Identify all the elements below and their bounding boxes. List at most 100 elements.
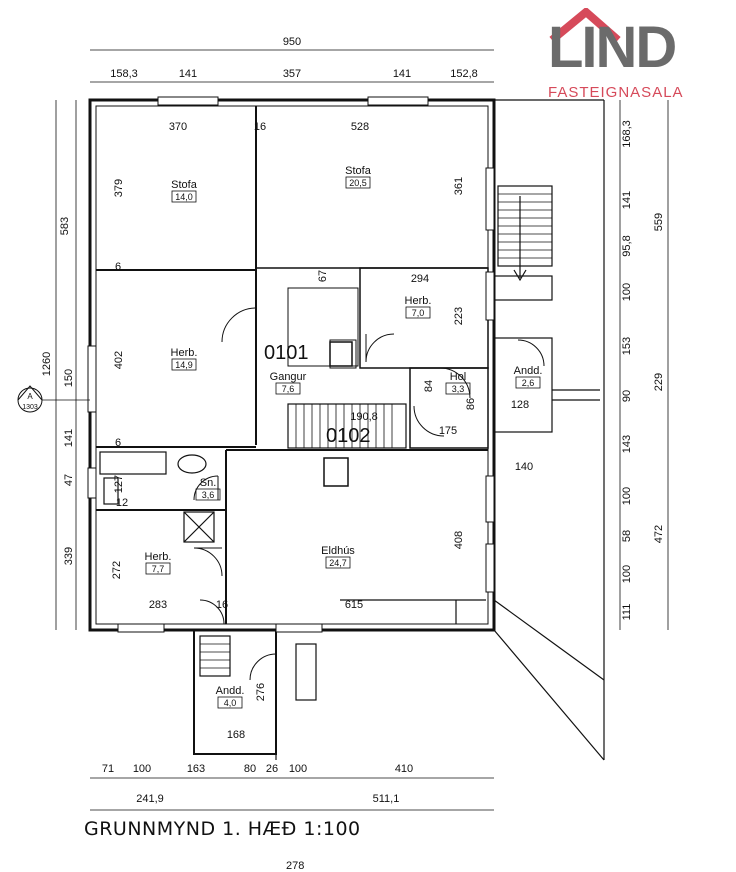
dimension-lines <box>55 49 669 811</box>
dim-inner: 283 <box>149 599 167 611</box>
area-box <box>145 562 171 575</box>
dim-right-segment: 141 <box>621 191 633 209</box>
dim-left-mid: 141 <box>63 429 75 447</box>
dim-top-segment: 141 <box>179 68 197 80</box>
room-name: Stofa <box>345 165 372 177</box>
room-name: Sn. <box>200 477 217 489</box>
room-area: 3,3 <box>452 384 465 394</box>
area-box <box>405 306 431 319</box>
dim-right-total: 559 <box>653 213 665 231</box>
dim-left-upper: 583 <box>59 217 71 235</box>
room-area: 3,6 <box>202 490 215 500</box>
dim-right-segment: 58 <box>621 530 633 542</box>
dim-bottom-segment: 410 <box>395 763 413 775</box>
dim-right-segment: 100 <box>621 487 633 505</box>
dim-right-segment: 100 <box>621 283 633 301</box>
room-area: 20,5 <box>349 178 367 188</box>
room-name: Herb. <box>145 551 172 563</box>
room-area: 4,0 <box>224 698 237 708</box>
right-stairs <box>498 193 552 259</box>
dim-inner: 175 <box>439 425 457 437</box>
middle-stairs <box>295 404 393 448</box>
dim-inner: 276 <box>255 683 267 701</box>
room-area: 14,9 <box>175 360 193 370</box>
dim-inner: 128 <box>511 399 529 411</box>
dim-bottom-segment: 100 <box>133 763 151 775</box>
dim-inner: 370 <box>169 121 187 133</box>
dim-inner: 402 <box>113 351 125 369</box>
dim-inner: 140 <box>515 461 533 473</box>
dim-right-segment: 95,8 <box>621 235 633 256</box>
area-box <box>515 376 541 389</box>
footer-number: 278 <box>286 860 305 872</box>
area-box <box>171 358 197 371</box>
apartment-id: 0101 <box>264 342 309 364</box>
room-area: 14,0 <box>175 192 193 202</box>
area-box <box>195 488 221 501</box>
dim-overall-width: 950 <box>283 36 301 48</box>
dim-inner: 16 <box>254 121 266 133</box>
dim-right-segment: 111 <box>621 604 633 621</box>
logo-wordmark: LIND <box>548 15 677 80</box>
dim-inner: 223 <box>453 307 465 325</box>
dim-bottom-segment: 26 <box>266 763 278 775</box>
dim-inner: 168 <box>227 729 245 741</box>
dim-inner: 272 <box>111 561 123 579</box>
room-labels: Stofa14,0Stofa20,5Herb.7,0Herb.14,9Gangu… <box>145 165 542 709</box>
area-box <box>217 696 243 709</box>
room-area: 7,0 <box>412 308 425 318</box>
room-name: Hol <box>450 371 467 383</box>
dim-inner: 361 <box>453 177 465 195</box>
dim-left-outer: 1260 <box>41 352 53 376</box>
dim-inner: 528 <box>351 121 369 133</box>
room-name: Stofa <box>171 179 198 191</box>
dim-inner: 12 <box>116 497 128 509</box>
dim-right-segment: 143 <box>621 435 633 453</box>
dim-inner: 615 <box>345 599 363 611</box>
dim-right-total: 229 <box>653 373 665 391</box>
dim-inner: 6 <box>115 261 121 273</box>
room-area: 2,6 <box>522 378 535 388</box>
dim-inner: 190,8 <box>350 411 378 423</box>
area-box <box>325 556 351 569</box>
walls <box>88 98 605 761</box>
section-marker: A 1303 <box>17 385 90 413</box>
dim-bottom-segment: 100 <box>289 763 307 775</box>
dim-left-lower: 339 <box>63 547 75 565</box>
dim-bottom-segment: 80 <box>244 763 256 775</box>
dim-bottom-segment: 163 <box>187 763 205 775</box>
area-box <box>445 382 471 395</box>
dim-right-segment: 90 <box>621 390 633 402</box>
dim-inner: 16 <box>216 599 228 611</box>
upper-unit-label: 0102 <box>326 425 371 447</box>
dim-inner: 86 <box>465 398 477 410</box>
dim-inner: 294 <box>411 273 429 285</box>
room-name: Herb. <box>405 295 432 307</box>
room-name: Eldhús <box>321 545 355 557</box>
dim-right-total: 472 <box>653 525 665 543</box>
room-area: 7,6 <box>282 384 295 394</box>
area-box <box>345 176 371 189</box>
room-area: 24,7 <box>329 558 347 568</box>
logo-roof-icon <box>549 8 621 44</box>
plan-caption: GRUNNMYND 1. HÆÐ 1:100 <box>84 818 361 840</box>
room-name: Andd. <box>216 685 245 697</box>
logo-subtitle: FASTEIGNASALA <box>548 84 684 101</box>
section-code: 1303 <box>22 404 38 411</box>
dim-top-segment: 152,8 <box>450 68 478 80</box>
dim-bottom-total: 241,9 <box>136 793 164 805</box>
dim-right-segment: 100 <box>621 565 633 583</box>
room-name: Gangur <box>270 371 307 383</box>
section-letter: A <box>27 392 33 401</box>
dim-left-mid: 47 <box>63 474 75 486</box>
dim-inner: 127 <box>113 475 125 493</box>
dim-bottom-total: 511,1 <box>373 793 400 805</box>
room-area: 7,7 <box>152 564 165 574</box>
dim-inner: 408 <box>453 531 465 549</box>
windows <box>87 96 495 633</box>
dim-inner: 67 <box>317 270 329 282</box>
area-box <box>275 382 301 395</box>
dim-top-segment: 158,3 <box>110 68 138 80</box>
dim-right-segment: 153 <box>621 337 633 355</box>
